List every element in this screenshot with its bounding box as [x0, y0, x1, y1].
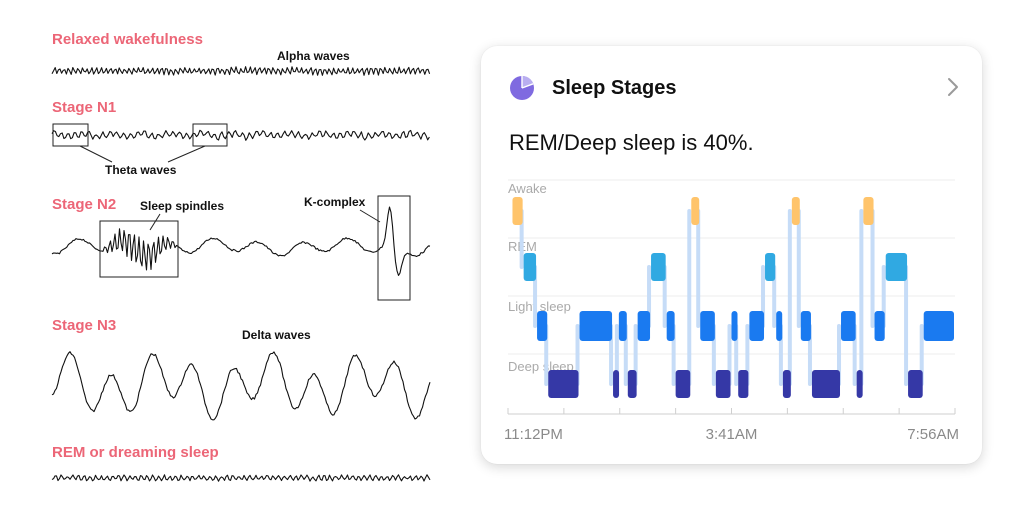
sleep-summary-headline: REM/Deep sleep is 40%. — [509, 130, 754, 155]
label-delta-waves: Delta waves — [242, 328, 311, 342]
pie-chart-icon — [510, 76, 534, 100]
stage-bar-light-sleep — [618, 311, 627, 341]
stage-bar-awake — [791, 197, 800, 225]
stage-bar-rem — [765, 253, 776, 281]
sleep-stages-card[interactable]: Sleep Stages REM/Deep sleep is 40%. Awak… — [481, 46, 982, 464]
stage-bar-deep-sleep — [548, 370, 579, 398]
stage-bar-deep-sleep — [908, 370, 923, 398]
n1-wave-trace — [51, 129, 430, 141]
stage-bar-deep-sleep — [782, 370, 791, 398]
stage-bar-deep-sleep — [675, 370, 691, 398]
theta-box-2 — [192, 123, 228, 147]
stage-bar-rem — [523, 253, 537, 281]
time-label: 3:41AM — [706, 426, 758, 443]
stage-bar-deep-sleep — [627, 370, 637, 398]
stage-bar-light-sleep — [776, 311, 783, 341]
stage-bar-awake — [863, 197, 874, 225]
label-sleep-spindles: Sleep spindles — [140, 199, 224, 213]
stage-bar-awake — [512, 197, 523, 225]
card-header: Sleep Stages — [509, 74, 677, 102]
stage-title-n3: Stage N3 — [52, 317, 116, 334]
chevron-right-icon[interactable] — [946, 76, 960, 98]
stage-title-n1: Stage N1 — [52, 99, 116, 116]
stage-bar-light-sleep — [579, 311, 613, 341]
stage-bar-light-sleep — [923, 311, 954, 341]
k-complex-box — [377, 195, 411, 301]
stage-bar-light-sleep — [731, 311, 738, 341]
stage-bar-deep-sleep — [811, 370, 841, 398]
stage-bar-light-sleep — [841, 311, 856, 341]
stage-bar-rem — [885, 253, 908, 281]
rem-wave-trace — [51, 474, 431, 482]
theta-leader-1 — [79, 145, 113, 163]
label-theta-waves: Theta waves — [105, 163, 177, 177]
spindle-leader — [149, 213, 161, 231]
stage-bar-awake — [691, 197, 700, 225]
spindle-box — [99, 220, 179, 278]
theta-box-1 — [52, 123, 89, 147]
level-label-light-sleep: Light sleep — [508, 299, 571, 314]
stage-bar-deep-sleep — [738, 370, 749, 398]
stage-bar-light-sleep — [537, 311, 548, 341]
stage-bar-deep-sleep — [856, 370, 863, 398]
card-title: Sleep Stages — [552, 76, 677, 99]
stage-bar-deep-sleep — [613, 370, 620, 398]
stage-bar-light-sleep — [800, 311, 811, 341]
eeg-diagram: Relaxed wakefulness Stage N1 Stage N2 St… — [51, 31, 431, 482]
stage-bar-light-sleep — [700, 311, 715, 341]
stage-title-rem: REM or dreaming sleep — [52, 444, 219, 461]
alpha-wave-trace — [51, 66, 431, 76]
label-alpha-waves: Alpha waves — [277, 49, 350, 63]
k-complex-leader — [359, 209, 381, 223]
n2-wave-trace — [51, 206, 431, 276]
stage-bar-light-sleep — [637, 311, 651, 341]
stage-bar-light-sleep — [666, 311, 675, 341]
level-label-awake: Awake — [508, 181, 547, 196]
stage-title-wakefulness: Relaxed wakefulness — [52, 31, 203, 48]
time-label: 11:12PM — [504, 426, 563, 443]
stage-title-n2: Stage N2 — [52, 196, 116, 213]
theta-leader-2 — [167, 145, 206, 163]
delta-wave-trace — [51, 351, 431, 421]
stage-bar-light-sleep — [874, 311, 885, 341]
time-label: 7:56AM — [907, 426, 959, 443]
label-k-complex: K-complex — [304, 195, 366, 209]
stage-bar-light-sleep — [749, 311, 765, 341]
stage-bar-deep-sleep — [715, 370, 731, 398]
stage-bar-rem — [651, 253, 666, 281]
